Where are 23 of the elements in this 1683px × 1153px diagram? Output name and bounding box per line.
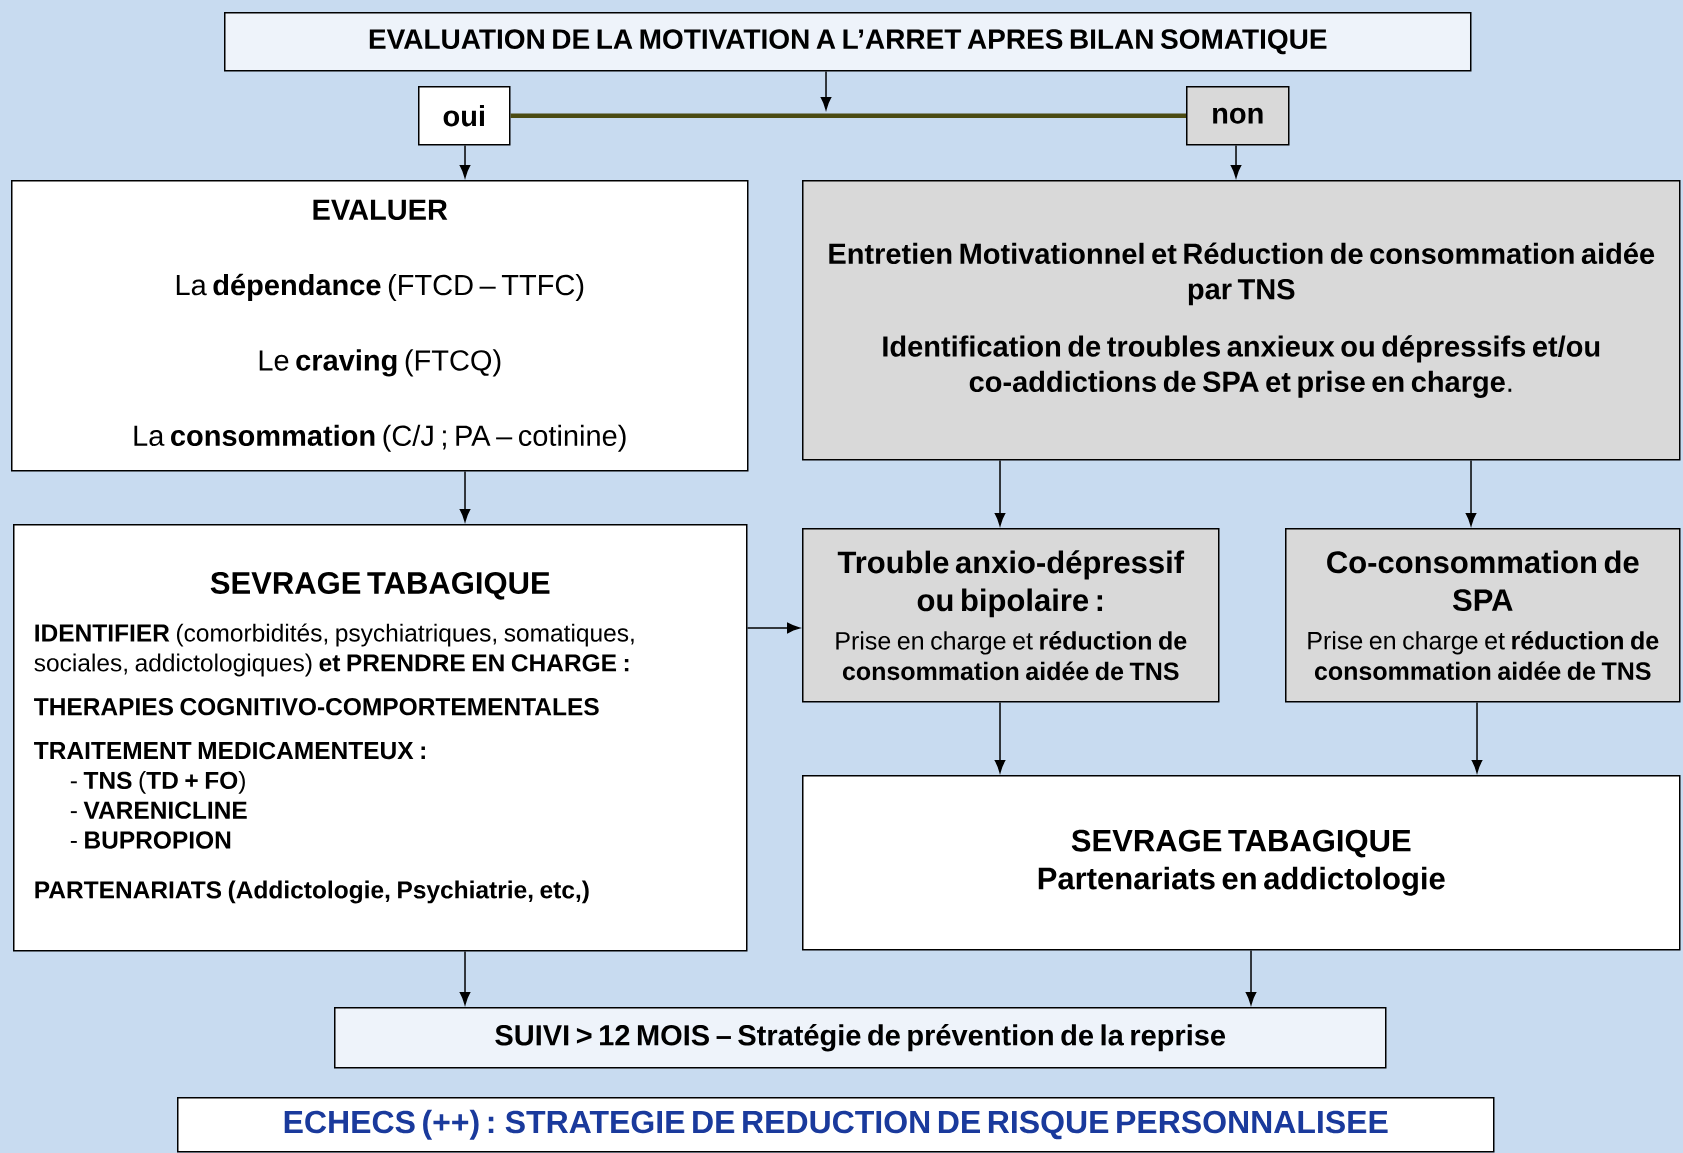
process-box: SUIVI > 12 MOIS – Stratégie de prévention de la reprise — [334, 1007, 1387, 1069]
process-box: Entretien Motivationnel et Réduction de consommation aidée par TNS Identification de troubles anxieux ou dépressifs et/ou co-addictions de SPA et prise en charge. — [802, 180, 1681, 461]
arrow — [1471, 701, 1483, 773]
arrow — [994, 701, 1006, 773]
arrow — [459, 470, 471, 522]
arrow — [1245, 949, 1257, 1005]
process-box: Co-consommation de SPA Prise en charge et réduction de consommation aidée de TNS — [1285, 528, 1681, 703]
process-box: SEVRAGE TABAGIQUE IDENTIFIER (comorbidités, psychiatriques, somatiques, sociales, addictologiques) et PRENDRE EN CHARGE : THERAPIES COGNITIVO-COMPORTEMENTALES TRAITEMENT MEDICAMENTEUX : - TNS (TD + FO) - VARENICLINE - BUPROPION PARTENARIATS (Addictologie, Psychiatrie, etc,) — [13, 524, 748, 952]
arrow — [459, 950, 471, 1005]
arrow — [746, 622, 800, 634]
title-box: EVALUATION DE LA MOTIVATION A L’ARRET APRES BILAN SOMATIQUE — [224, 12, 1472, 72]
arrow — [820, 70, 832, 110]
arrow — [994, 459, 1006, 526]
process-box: EVALUER La dépendance (FTCD – TTFC) Le craving (FTCQ) La consommation (C/J ; PA – cotinine) — [11, 180, 749, 472]
connector-line — [510, 113, 1186, 118]
process-box: Trouble anxio-dépressif ou bipolaire : Prise en charge et réduction de consommation aidée de TNS — [802, 528, 1220, 703]
choice-box: oui — [418, 86, 511, 146]
choice-box: non — [1186, 86, 1290, 146]
banner-box: ECHECS (++) : STRATEGIE DE REDUCTION DE RISQUE PERSONNALISEE — [177, 1097, 1495, 1153]
arrow — [1465, 459, 1477, 526]
arrow — [1230, 144, 1242, 178]
process-box: SEVRAGE TABAGIQUE Partenariats en addictologie — [802, 775, 1681, 951]
arrow — [459, 144, 471, 178]
